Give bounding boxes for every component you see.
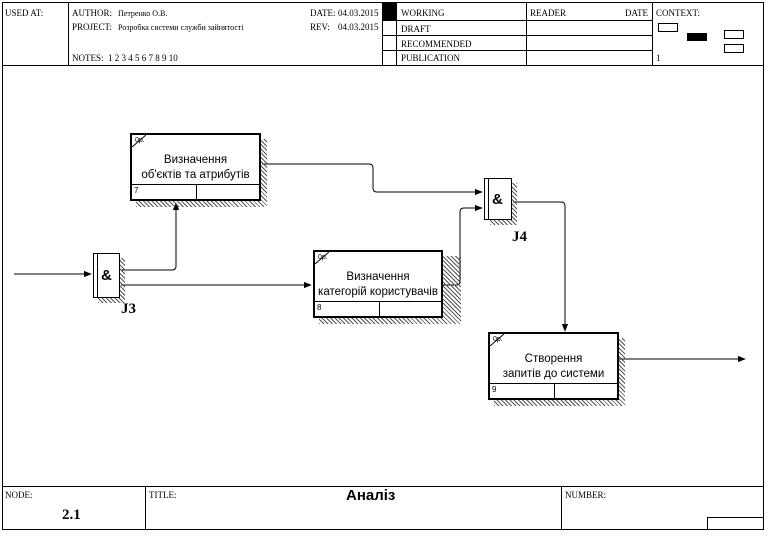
footer-top-border xyxy=(2,486,764,487)
corner-mark xyxy=(490,334,504,346)
working-status-marker xyxy=(383,3,396,20)
junction-label-j3: J3 xyxy=(121,301,136,317)
status-draft: DRAFT xyxy=(401,24,431,34)
arrow-j4-to-activity-9 xyxy=(513,201,569,332)
activity-title: Створення запитів до системи xyxy=(502,353,605,380)
corner-mark xyxy=(315,252,329,264)
author-label: AUTHOR: xyxy=(72,8,112,18)
reader-label: READER xyxy=(530,8,566,18)
activity-box-7[interactable]: 0р. Визначення об'єктів та атрибутів 7 xyxy=(130,133,261,201)
status-publication: PUBLICATION xyxy=(401,53,461,63)
rev-value: 04.03.2015 xyxy=(338,22,379,32)
context-number: 1 xyxy=(656,53,661,63)
context-box xyxy=(658,23,678,32)
status-working: WORKING xyxy=(401,8,445,18)
date-label: DATE: xyxy=(310,8,336,18)
context-box-current xyxy=(687,33,707,41)
arrow-activity-7-to-j4 xyxy=(262,163,483,196)
node-value: 2.1 xyxy=(62,507,81,523)
activity-number: 9 xyxy=(492,385,497,394)
rev-label: REV: xyxy=(310,22,330,32)
context-box xyxy=(724,30,744,39)
arrow-j3-to-activity-7 xyxy=(121,202,180,271)
diagram-title: Аналіз xyxy=(346,487,396,504)
author-value: Петренко О.В. xyxy=(118,9,168,18)
title-label: TITLE: xyxy=(149,490,177,500)
context-label: CONTEXT: xyxy=(656,8,701,18)
activity-number: 7 xyxy=(134,186,139,195)
notes-value: 1 2 3 4 5 6 7 8 9 10 xyxy=(108,53,178,63)
junction-label-j4: J4 xyxy=(512,229,527,245)
status-recommended: RECOMMENDED xyxy=(401,39,472,49)
used-at-label: USED AT: xyxy=(5,8,44,18)
junction-and-symbol: & xyxy=(101,267,112,284)
diagram-frame xyxy=(2,2,764,530)
corner-mark xyxy=(132,135,146,147)
header-bottom-border xyxy=(2,65,764,66)
activity-box-9[interactable]: 0р. Створення запитів до системи 9 xyxy=(488,332,619,400)
activity-op-label: 0р. xyxy=(135,137,145,144)
junction-j3[interactable]: & xyxy=(93,253,120,298)
activity-op-label: 0р. xyxy=(493,336,503,343)
context-box xyxy=(724,44,744,53)
activity-title: Визначення об'єктів та атрибутів xyxy=(141,154,250,181)
junction-j4[interactable]: & xyxy=(484,178,512,220)
notes-label: NOTES: xyxy=(72,53,104,63)
node-label: NODE: xyxy=(5,490,33,500)
activity-box-8[interactable]: 0р. Визначення категорій користувачів 8 xyxy=(313,250,443,318)
project-value: Розробка системи служби зайнятості xyxy=(118,23,244,32)
reader-date-label: DATE xyxy=(625,8,648,18)
date-value: 04.03.2015 xyxy=(338,8,379,18)
activity-title: Визначення категорій користувачів xyxy=(318,271,438,298)
number-label: NUMBER: xyxy=(565,490,607,500)
activity-op-label: 0р. xyxy=(318,254,328,261)
junction-and-symbol: & xyxy=(492,191,503,208)
project-label: PROJECT: xyxy=(72,22,113,32)
activity-number: 8 xyxy=(317,303,322,312)
